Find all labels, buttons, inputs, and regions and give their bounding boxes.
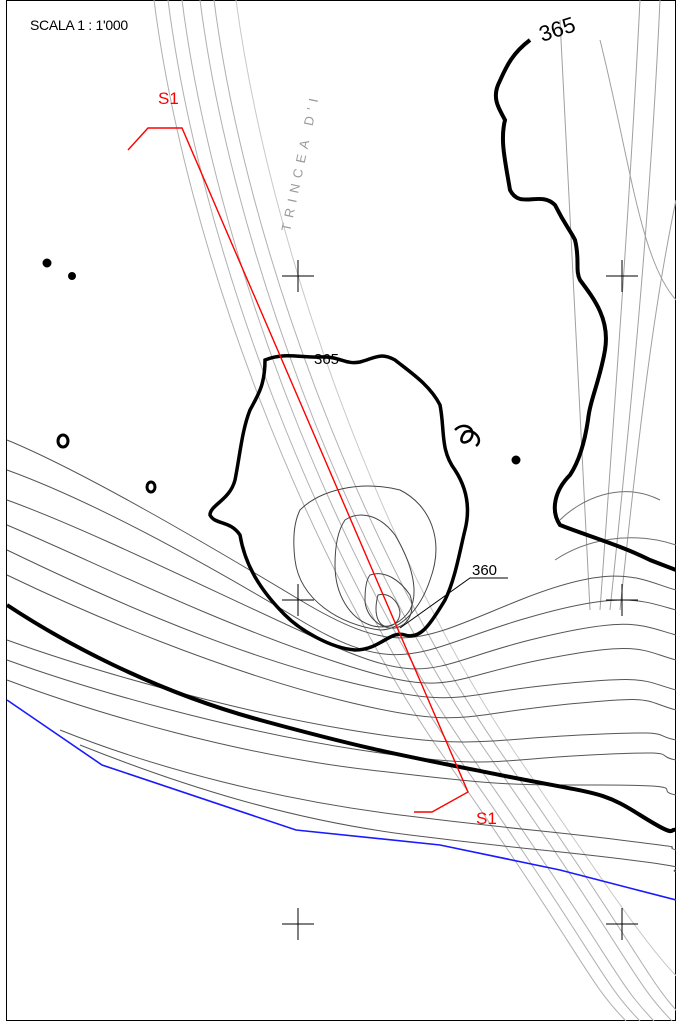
section-label-bottom: S1: [476, 809, 497, 828]
contour-label-365-hill: 365: [314, 351, 339, 368]
road-alignment-lines: [153, 0, 676, 1021]
trench-label: TRINCEA D'I: [278, 91, 322, 232]
index-contour-365-upper: [493, 38, 676, 572]
grid-crosses: [282, 260, 638, 940]
boundary-line: [6, 699, 676, 901]
hill-inner-contours: [293, 485, 437, 631]
index-contour-365-hill: [208, 354, 470, 652]
label-360-leader: [399, 577, 508, 629]
section-label-top: S1: [158, 89, 179, 108]
section-line-s1: [127, 127, 469, 813]
contour-label-365-upper: 365: [536, 12, 579, 47]
upper-right-grey-lines: [554, 0, 676, 611]
contour-label-360: 360: [472, 562, 497, 579]
minor-contours: [6, 439, 676, 873]
index-contour-lower: [5, 603, 676, 834]
isolated-features: [42, 258, 521, 494]
scale-label: SCALA 1 : 1'000: [30, 17, 128, 33]
map-frame: [6, 0, 676, 1021]
